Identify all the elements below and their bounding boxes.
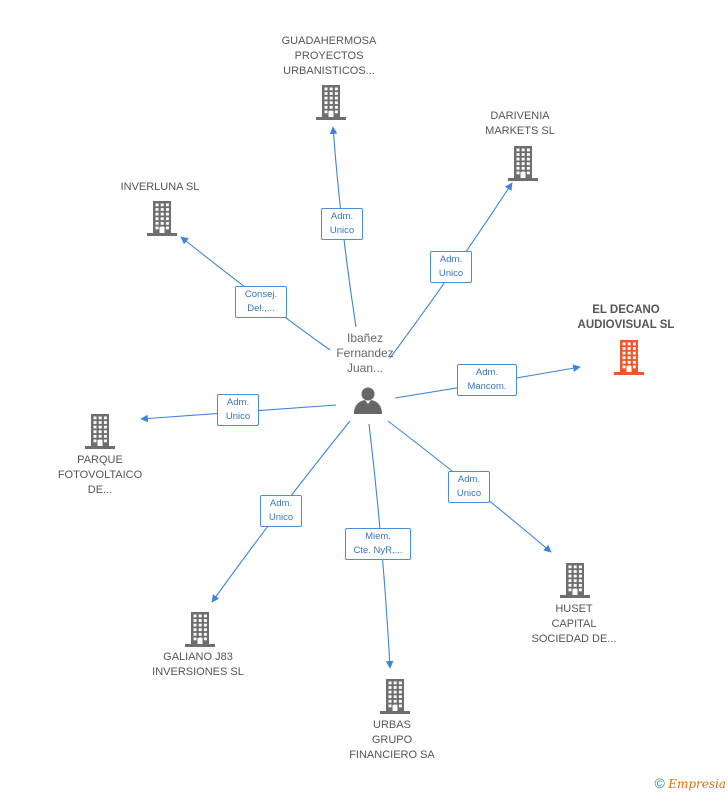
company-label-parque[interactable]: PARQUE FOTOVOLTAICO DE... (57, 453, 143, 496)
edge-role-guadahermosa[interactable]: Adm. Unico (321, 208, 363, 240)
company-label-galiano[interactable]: GALIANO J83 INVERSIONES SL (152, 651, 244, 678)
building-icon-urbas[interactable] (380, 679, 410, 714)
edge-role-urbas[interactable]: Miem. Cte. NyR,... (345, 528, 411, 560)
person-icon[interactable] (354, 387, 382, 415)
building-icon-galiano[interactable] (185, 612, 215, 647)
edge-role-huset[interactable]: Adm. Unico (448, 471, 490, 503)
company-label-darivenia[interactable]: DARIVENIA MARKETS SL (485, 110, 555, 137)
edge-role-inverluna[interactable]: Consej. Del.,... (235, 286, 287, 318)
edge-role-parque[interactable]: Adm. Unico (217, 394, 259, 426)
building-icon-parque[interactable] (85, 414, 115, 449)
edge-role-galiano[interactable]: Adm. Unico (260, 495, 302, 527)
copyright-symbol: © (654, 775, 665, 791)
company-label-huset[interactable]: HUSET CAPITAL SOCIEDAD DE... (531, 602, 617, 645)
building-icon-darivenia[interactable] (508, 146, 538, 181)
company-label-inverluna[interactable]: INVERLUNA SL (120, 180, 200, 193)
person-name-label[interactable]: Ibañez Fernandez Juan... (336, 331, 394, 375)
building-icon-guadahermosa[interactable] (316, 85, 346, 120)
edge-role-el-decano[interactable]: Adm. Mancom. (457, 364, 517, 396)
company-label-urbas[interactable]: URBAS GRUPO FINANCIERO SA (349, 718, 435, 761)
company-label-guadahermosa[interactable]: GUADAHERMOSA PROYECTOS URBANISTICOS... (281, 34, 377, 77)
building-icon-inverluna[interactable] (147, 201, 177, 236)
company-label-el-decano[interactable]: EL DECANO AUDIOVISUAL SL (577, 304, 675, 331)
building-icon-el-decano[interactable] (614, 340, 644, 375)
building-icon-huset[interactable] (560, 563, 590, 598)
footer-brand: © Empresia (655, 775, 726, 791)
empresia-logo: Empresia (668, 777, 726, 791)
edge-role-darivenia[interactable]: Adm. Unico (430, 251, 472, 283)
